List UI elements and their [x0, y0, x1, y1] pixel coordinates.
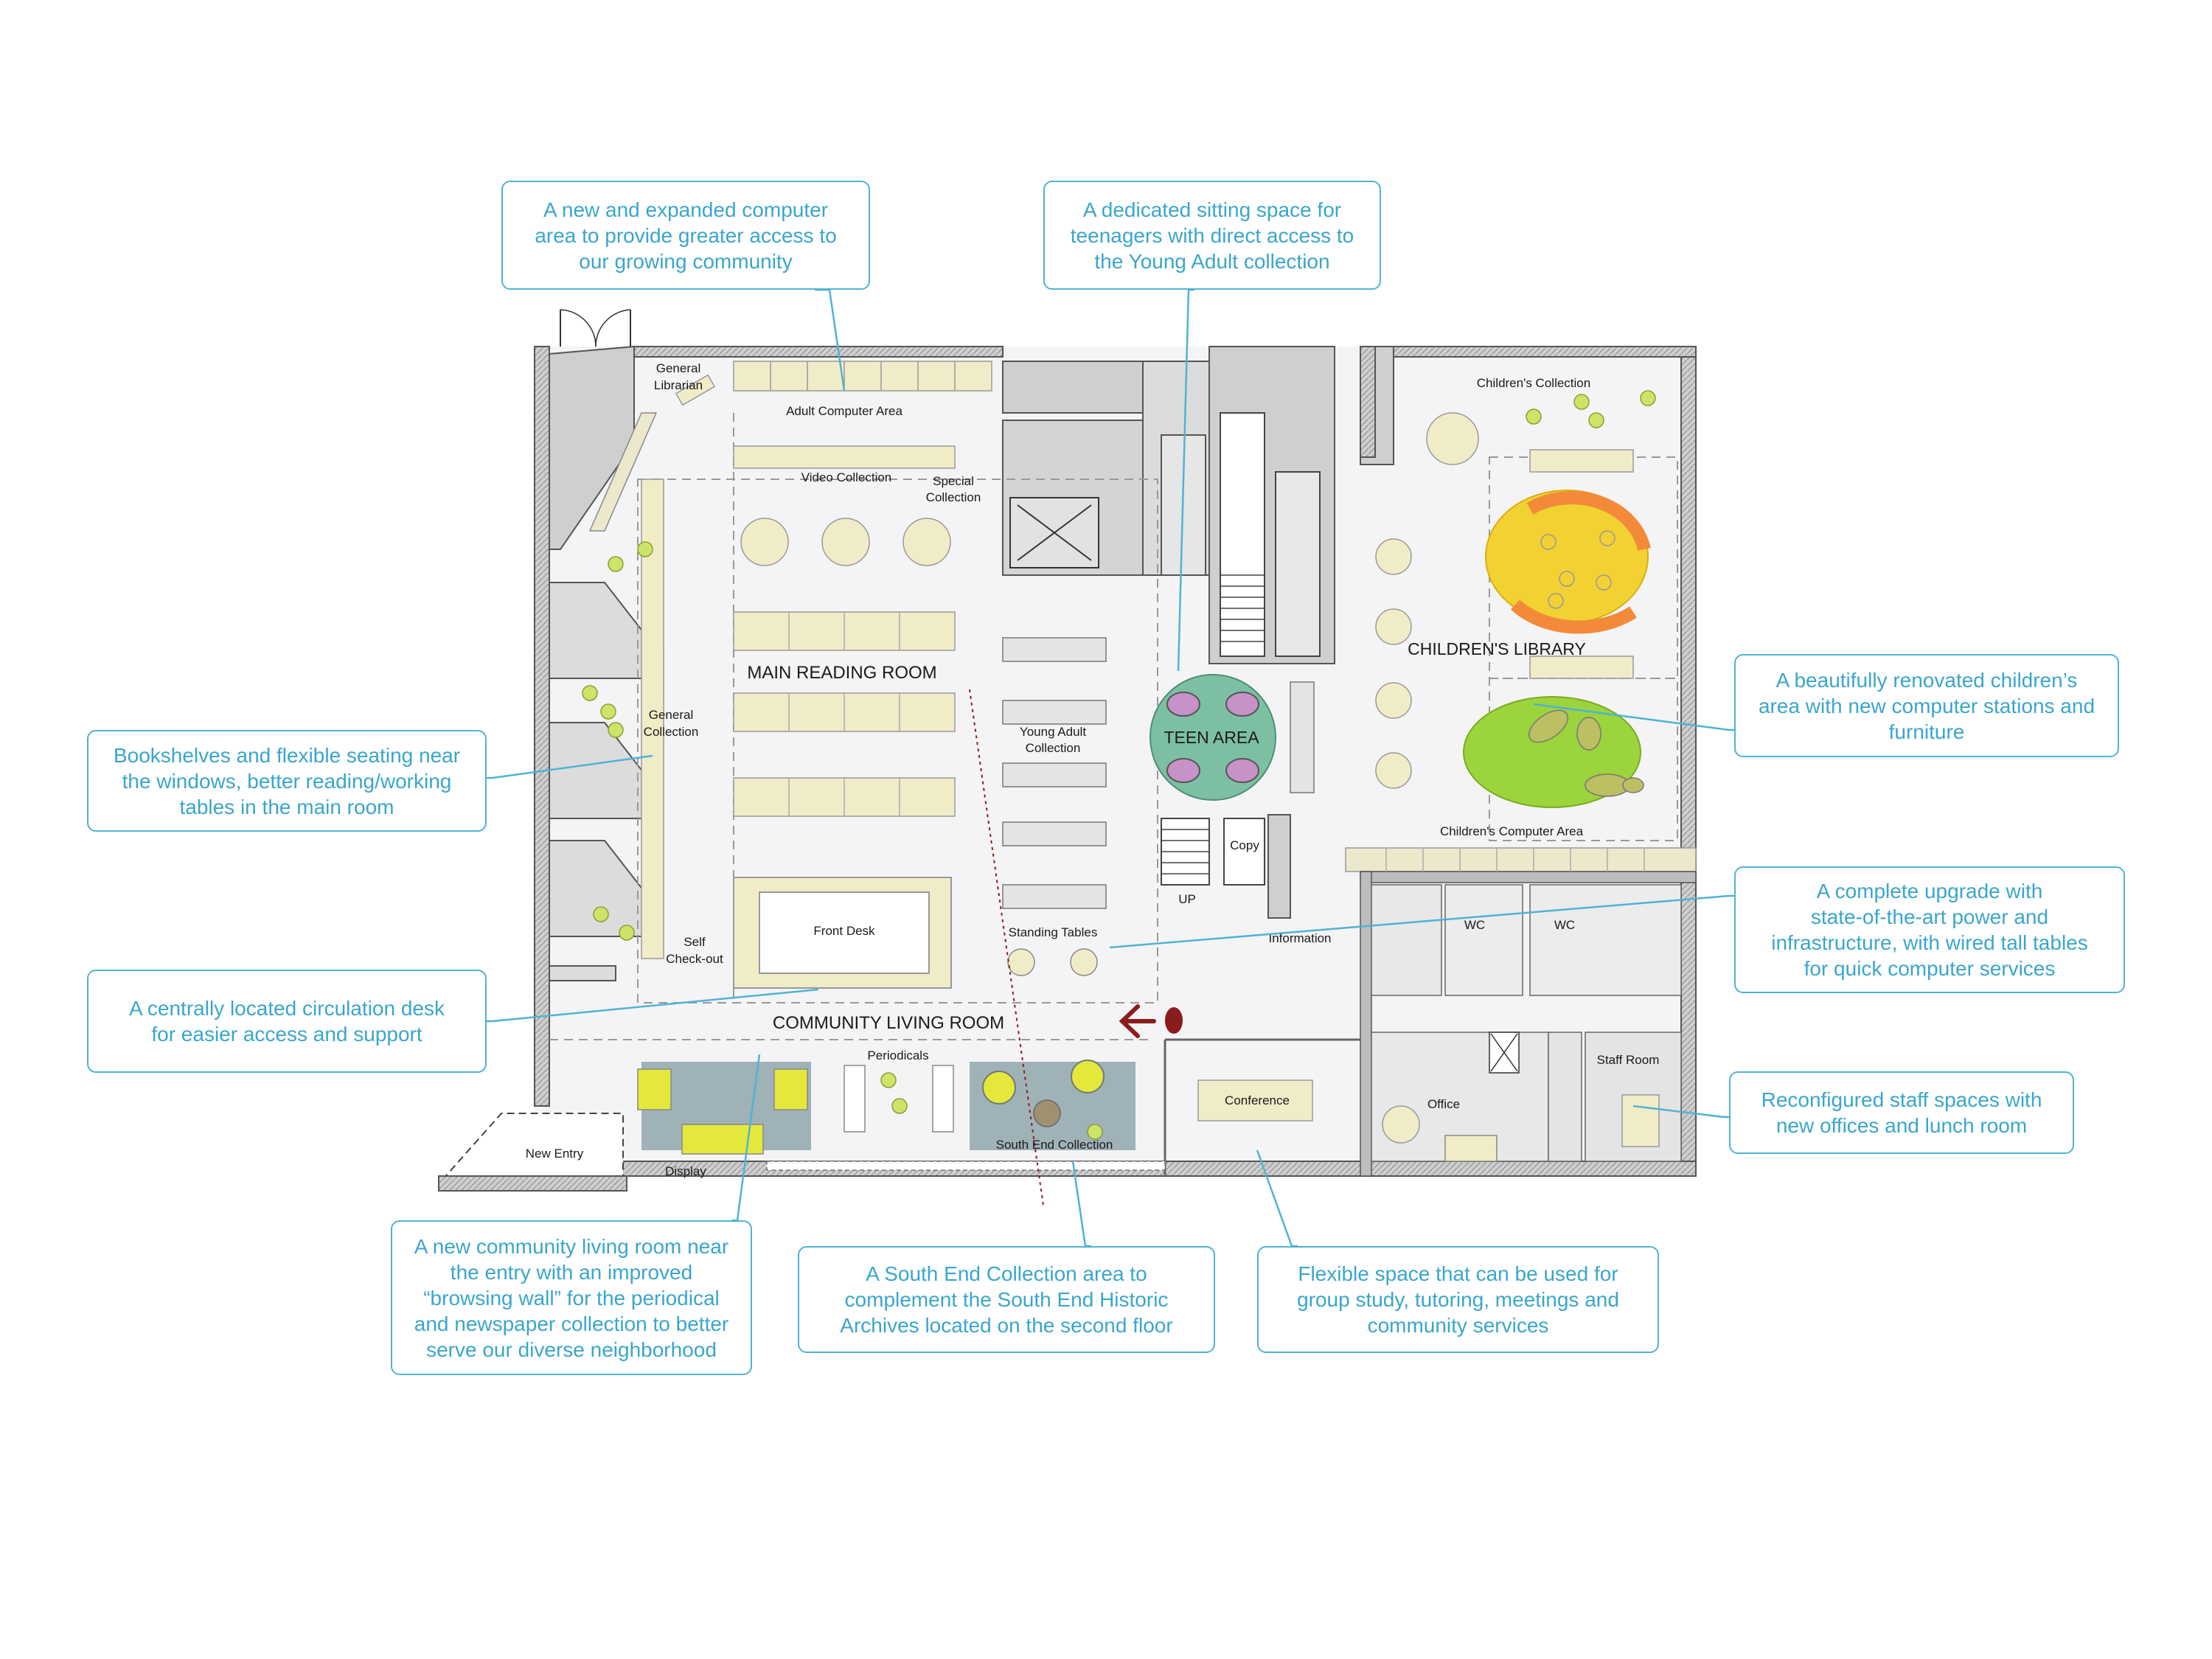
label-adult-computer-area: Adult Computer Area	[786, 404, 902, 418]
label-general-librarian-2: Librarian	[654, 378, 703, 392]
callout-bookshelves-line-1: Bookshelves and flexible seating near	[113, 743, 461, 767]
callout-teen-space-line-1: A dedicated sitting space for	[1082, 198, 1342, 221]
callout-living-room-line-3: “browsing wall” for the periodical	[423, 1286, 720, 1310]
label-wc-1: WC	[1464, 918, 1485, 932]
callout-staff-spaces-line-1: Reconfigured staff spaces with	[1761, 1088, 2042, 1111]
callout-circulation-desk: A centrally located circulation desk for…	[87, 970, 487, 1073]
label-information: Information	[1268, 931, 1331, 945]
callout-flexible-space-line-2: group study, tutoring, meetings and	[1297, 1288, 1619, 1311]
label-teen-area: TEEN AREA	[1164, 728, 1259, 747]
callout-teen-space-line-3: the Young Adult collection	[1094, 249, 1330, 273]
callout-childrens-area-line-3: furniture	[1888, 720, 1965, 743]
label-south-end-collection: South End Collection	[996, 1138, 1113, 1152]
callout-circulation-desk-line-2: for easier access and support	[151, 1023, 422, 1046]
callout-computer-area-line-3: our growing community	[579, 249, 793, 273]
plan-labels: General Librarian Adult Computer Area Vi…	[526, 361, 1660, 1178]
label-up: UP	[1178, 892, 1196, 906]
callout-staff-spaces: Reconfigured staff spaces with new offic…	[1729, 1071, 2074, 1154]
callout-upgrade-line-3: infrastructure, with wired tall tables	[1771, 931, 2088, 954]
callout-south-end-line-3: Archives located on the second floor	[840, 1314, 1173, 1337]
callout-south-end: A South End Collection area to complemen…	[798, 1246, 1215, 1353]
callout-living-room: A new community living room near the ent…	[391, 1220, 752, 1375]
label-community-living-room: COMMUNITY LIVING ROOM	[773, 1013, 1004, 1033]
entry-circulation-marker	[969, 689, 1183, 1206]
callout-childrens-area-line-2: area with new computer stations and	[1758, 694, 2096, 717]
callout-computer-area-line-2: area to provide greater access to	[535, 223, 837, 247]
callout-bookshelves-line-2: the windows, better reading/working	[122, 769, 452, 793]
label-staff-room: Staff Room	[1597, 1053, 1660, 1067]
callout-teen-space: A dedicated sitting space for teenagers …	[1043, 181, 1381, 290]
callout-childrens-area: A beautifully renovated children’s area …	[1734, 654, 2119, 757]
label-office: Office	[1427, 1097, 1460, 1111]
label-childrens-library: CHILDREN'S LIBRARY	[1408, 639, 1586, 658]
callout-flexible-space-line-3: community services	[1367, 1314, 1549, 1337]
callout-computer-area-line-1: A new and expanded computer	[543, 198, 829, 221]
callout-bookshelves: Bookshelves and flexible seating near th…	[87, 730, 487, 832]
label-childrens-collection: Children's Collection	[1477, 376, 1590, 390]
label-young-adult-collection-2: Collection	[1026, 741, 1081, 755]
callout-computer-area: A new and expanded computer area to prov…	[501, 181, 870, 290]
label-childrens-computer-area: Children's Computer Area	[1440, 824, 1584, 838]
callout-upgrade-line-4: for quick computer services	[1804, 957, 2056, 980]
callout-living-room-line-2: the entry with an improved	[450, 1260, 693, 1284]
label-standing-tables: Standing Tables	[1009, 925, 1098, 939]
label-new-entry: New Entry	[526, 1147, 584, 1161]
label-front-desk: Front Desk	[813, 924, 875, 938]
callout-living-room-line-1: A new community living room near	[414, 1234, 729, 1258]
label-copy: Copy	[1230, 838, 1259, 852]
label-display: Display	[665, 1164, 706, 1178]
callout-upgrade-line-1: A complete upgrade with	[1816, 880, 2043, 902]
callout-teen-space-line-2: teenagers with direct access to	[1070, 223, 1354, 247]
label-general-librarian-1: General	[656, 361, 700, 375]
callout-staff-spaces-line-2: new offices and lunch room	[1775, 1114, 2028, 1137]
callout-flexible-space-line-1: Flexible space that can be used for	[1298, 1262, 1618, 1285]
callout-bookshelves-line-3: tables in the main room	[179, 795, 394, 818]
label-general-collection-1: General	[649, 708, 693, 722]
label-special-collection-1: Special	[933, 474, 974, 488]
callout-childrens-area-line-1: A beautifully renovated children’s	[1775, 668, 2078, 692]
label-conference: Conference	[1225, 1093, 1290, 1107]
label-wc-2: WC	[1554, 918, 1575, 932]
label-self-checkout-2: Check-out	[666, 952, 723, 966]
callout-living-room-line-5: serve our diverse neighborhood	[426, 1338, 717, 1361]
callout-upgrade-line-2: state-of-the-art power and	[1810, 905, 2049, 928]
label-general-collection-2: Collection	[644, 725, 699, 739]
callout-flexible-space: Flexible space that can be used for grou…	[1257, 1246, 1659, 1353]
label-young-adult-collection-1: Young Adult	[1020, 725, 1086, 739]
label-video-collection: Video Collection	[801, 470, 892, 484]
label-periodicals: Periodicals	[867, 1048, 928, 1062]
label-self-checkout-1: Self	[684, 935, 706, 949]
callout-upgrade: A complete upgrade with state-of-the-art…	[1734, 866, 2125, 993]
callout-living-room-line-4: and newspaper collection to better	[414, 1312, 729, 1335]
label-main-reading-room: MAIN READING ROOM	[747, 663, 936, 683]
furniture	[582, 361, 1660, 1155]
label-special-collection-2: Collection	[926, 490, 981, 504]
callout-circulation-desk-line-1: A centrally located circulation desk	[129, 997, 445, 1020]
callout-south-end-line-1: A South End Collection area to	[866, 1262, 1147, 1285]
callout-south-end-line-2: complement the South End Historic	[844, 1288, 1169, 1311]
